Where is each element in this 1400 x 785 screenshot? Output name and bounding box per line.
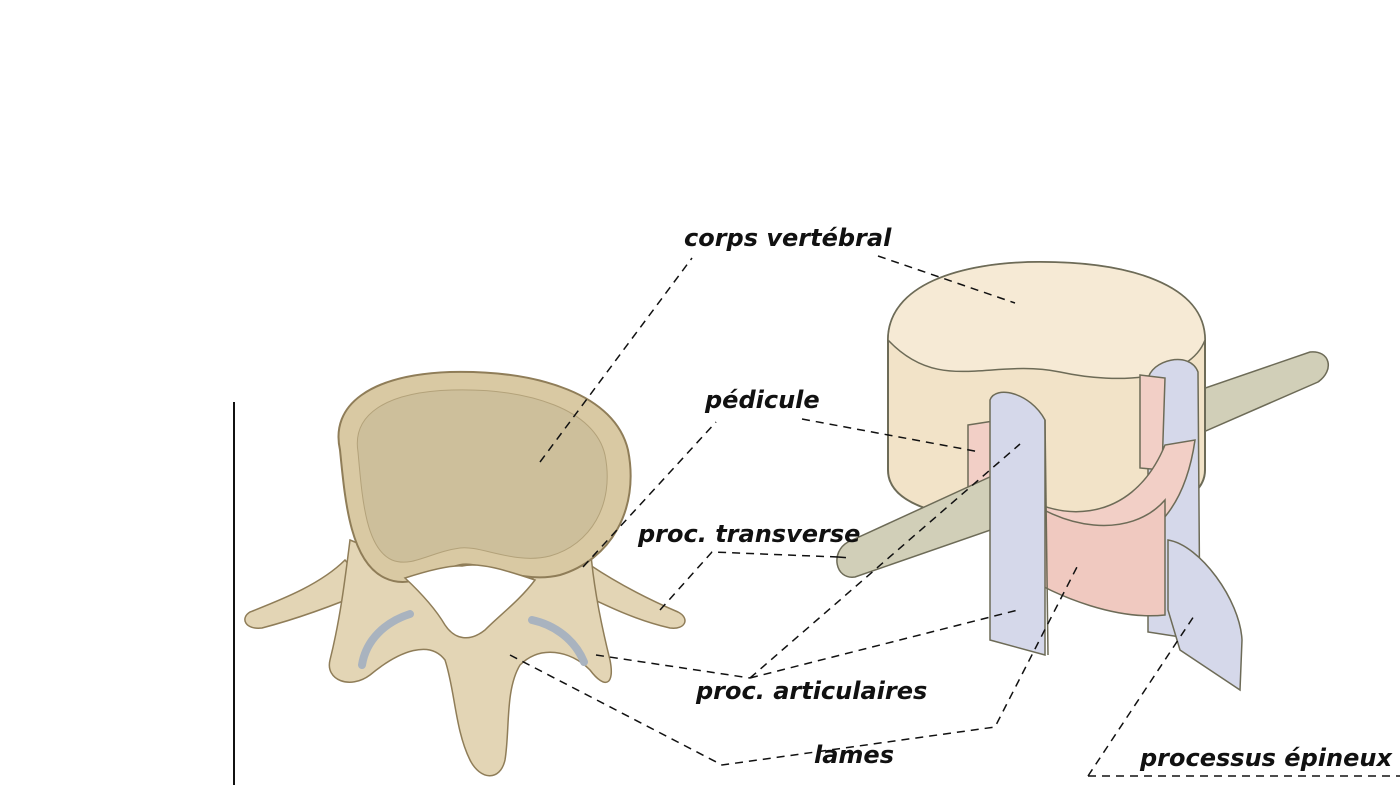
leader-pedicule [582,418,981,568]
schematic-right-transverse-process [1184,351,1329,442]
left-articular-facet [358,610,414,669]
right-transverse-process [577,563,686,629]
leader-corps-vertebral [539,255,1016,463]
schematic-spinous-process [1167,539,1243,692]
schematic-left-articular-process [989,391,1046,656]
schematic-vertebral-body-top [887,261,1206,380]
vertebral-body-spongy-bone [356,389,608,563]
label-pedicule: pédicule [704,386,820,414]
label-corps-vertebral: corps vertébral [684,224,892,252]
label-lames: lames [814,741,894,769]
label-proc-articulaires: proc. articulaires [695,677,927,705]
leader-proc-transverse [659,551,851,611]
leader-lines [509,255,1400,777]
leader-processus-epineux [1087,612,1400,777]
schematic-vertebra [836,260,1329,692]
left-transverse-process [244,558,372,629]
leader-proc-articulaires [595,443,1021,679]
label-proc-transverse: proc. transverse [637,520,860,548]
vertebral-foramen [403,564,537,639]
schematic-left-transverse-process [836,468,1006,578]
leader-lames [509,564,1079,766]
anatomical-vertebra-illustration [244,370,686,777]
schematic-left-articular-process-side [1044,419,1049,656]
label-processus-epineux: processus épineux [1139,744,1393,772]
schematic-lamina-front [1014,488,1166,617]
right-articular-facet [528,616,588,666]
